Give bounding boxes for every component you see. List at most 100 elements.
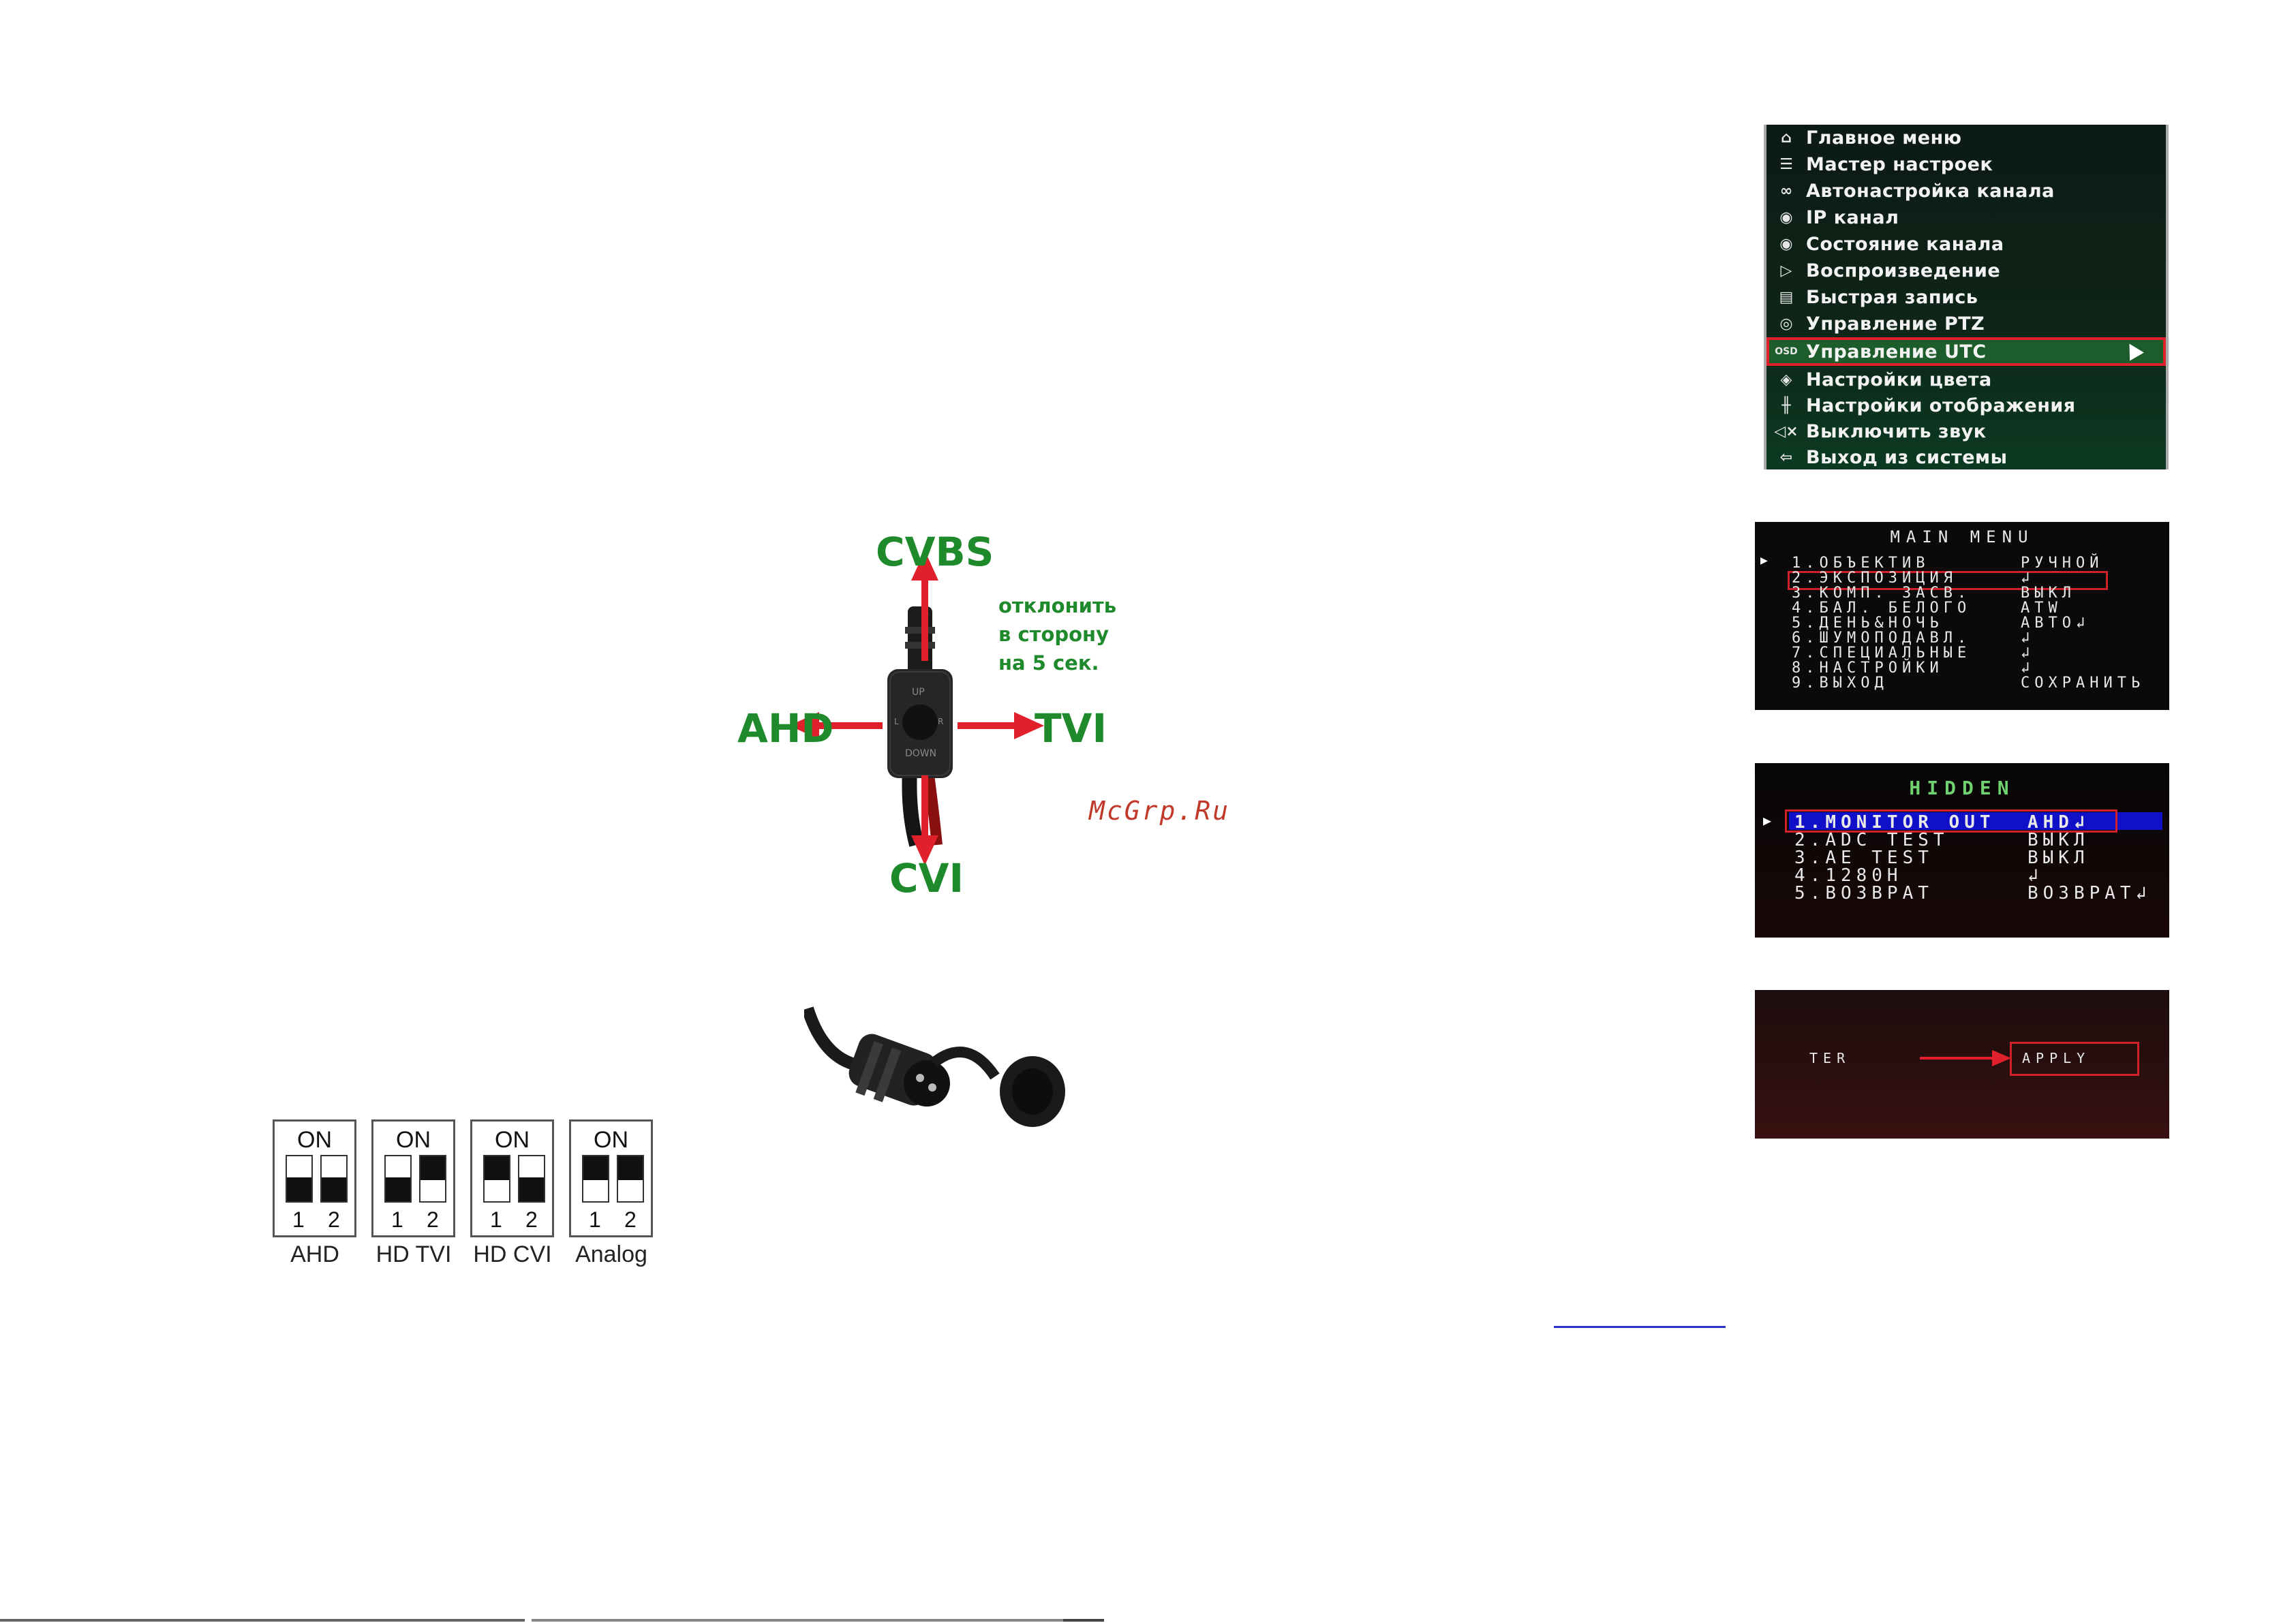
selection-pointer-icon: ▶ xyxy=(1760,553,1768,568)
knob-down-label: DOWN xyxy=(905,748,937,759)
menu-item-mute[interactable]: ◁×Выключить звук xyxy=(1766,418,2166,444)
row-label: ЭКСПОЗИЦИЯ xyxy=(1819,570,1957,587)
main-menu-row[interactable]: 9.ВЫХОД xyxy=(1792,675,1888,692)
row-label: ОБЪЕКТИВ xyxy=(1819,555,1930,572)
dip-switch-2 xyxy=(518,1155,545,1203)
home-icon: ⌂ xyxy=(1781,129,1792,146)
row-num: 9. xyxy=(1792,675,1820,692)
main-menu-row[interactable]: 4.БАЛ. БЕЛОГО xyxy=(1792,600,1971,617)
main-menu-row[interactable]: 2.ЭКСПОЗИЦИЯ xyxy=(1792,570,1957,587)
row-value: ВЫКЛ xyxy=(2027,830,2090,850)
dip-switch-1 xyxy=(286,1155,313,1203)
row-num: 3. xyxy=(1792,585,1820,602)
mouse-cursor-icon xyxy=(2122,339,2144,361)
hidden-menu-row[interactable]: 5.ВОЗВРАТ xyxy=(1794,883,1933,903)
row-value: ↲ xyxy=(2021,570,2035,587)
menu-item-color[interactable]: ◈Настройки цвета xyxy=(1766,367,2166,392)
hidden-menu-row[interactable]: 1.MONITOR OUT xyxy=(1794,812,1995,833)
display-icon: ╫ xyxy=(1781,397,1791,414)
knob-right-label: R xyxy=(938,717,944,726)
row-value: РУЧНОЙ xyxy=(2021,555,2104,572)
dip-switch-hd-tvi: ON 1 2 xyxy=(371,1119,455,1237)
row-label: ДЕНЬ&НОЧЬ xyxy=(1819,615,1944,632)
row-label: ВОЗВРАТ xyxy=(1825,883,1933,903)
menu-item-label: Выход из системы xyxy=(1806,446,2008,468)
main-menu-row[interactable]: 1.ОБЪЕКТИВ xyxy=(1792,555,1929,572)
menu-item-channel-status[interactable]: ◉Состояние канала xyxy=(1766,231,2166,257)
row-value: ВОЗВРАТ↲ xyxy=(2027,883,2152,903)
dip-on-label: ON xyxy=(396,1127,431,1153)
playback-icon: ▷ xyxy=(1780,262,1792,279)
dip-on-label: ON xyxy=(495,1127,530,1153)
main-menu-row[interactable]: 6.ШУМОПОДАВЛ. xyxy=(1792,630,1971,647)
row-label: AE TEST xyxy=(1825,848,1933,868)
row-value: ↲ xyxy=(2027,865,2043,886)
hidden-menu-row[interactable]: 4.1280H xyxy=(1794,865,1903,886)
menu-item-playback[interactable]: ▷Воспроизведение xyxy=(1766,258,2166,283)
row-value: AHD↲ xyxy=(2027,812,2090,833)
dip-switch-2 xyxy=(617,1155,644,1203)
hidden-menu-row[interactable]: 3.AE TEST xyxy=(1794,848,1933,868)
page-bottom-rule xyxy=(0,1619,525,1622)
row-value: АВТО↲ xyxy=(2021,615,2090,632)
menu-item-ptz[interactable]: ◎Управление PTZ xyxy=(1766,311,2166,337)
menu-item-label: Управление PTZ xyxy=(1806,313,1985,335)
row-value: ↲ xyxy=(2021,660,2035,677)
row-num: 3. xyxy=(1794,848,1826,868)
row-num: 1. xyxy=(1794,812,1826,833)
dip-num-1: 1 xyxy=(490,1207,502,1232)
menu-item-wizard[interactable]: ☰ Мастер настроек xyxy=(1766,151,2166,177)
dip-caption-ahd: AHD xyxy=(290,1241,339,1267)
hidden-menu-row[interactable]: 2.ADC TEST xyxy=(1794,830,1949,850)
page-bottom-rule xyxy=(532,1619,1063,1622)
dip-caption-hd-cvi: HD CVI xyxy=(473,1241,552,1267)
dip-num-1: 1 xyxy=(292,1207,305,1232)
row-num: 4. xyxy=(1794,865,1826,886)
menu-item-main[interactable]: ⌂Главное меню xyxy=(1766,125,2166,151)
dip-switch-2 xyxy=(320,1155,348,1203)
link-underline[interactable] xyxy=(1554,1326,1726,1328)
channel-status-icon: ◉ xyxy=(1779,235,1793,253)
row-num: 7. xyxy=(1792,645,1820,662)
row-num: 4. xyxy=(1792,600,1820,617)
osd-main-menu: MAIN MENU ▶ 1.ОБЪЕКТИВ РУЧНОЙ 2.ЭКСПОЗИЦ… xyxy=(1755,522,2169,710)
row-num: 6. xyxy=(1792,630,1820,647)
main-menu-row[interactable]: 7.СПЕЦИАЛЬНЫЕ xyxy=(1792,645,1971,662)
selection-band xyxy=(1789,812,2162,830)
joystick-diagram: UP DOWN L R xyxy=(729,525,1111,906)
main-menu-row[interactable]: 5.ДЕНЬ&НОЧЬ xyxy=(1792,615,1944,632)
row-value: ↲ xyxy=(2021,630,2035,647)
row-label: ШУМОПОДАВЛ. xyxy=(1819,630,1972,647)
tvi-label: TVI xyxy=(1035,705,1107,752)
menu-item-label: Мастер настроек xyxy=(1806,153,1993,175)
menu-item-exit[interactable]: ⇦Выход из системы xyxy=(1766,444,2166,470)
menu-item-ip-channel[interactable]: ◉IP канал xyxy=(1766,204,2166,230)
list-icon: ☰ xyxy=(1779,155,1793,173)
row-label: НАСТРОЙКИ xyxy=(1819,660,1944,677)
row-label: MONITOR OUT xyxy=(1825,812,1995,833)
row-label: КОМП. ЗАСВ. xyxy=(1819,585,1972,602)
dip-on-label: ON xyxy=(594,1127,628,1153)
main-menu-row[interactable]: 3.КОМП. ЗАСВ. xyxy=(1792,585,1971,602)
arrow-right-icon xyxy=(1920,1050,2011,1066)
dip-num-2: 2 xyxy=(427,1207,439,1232)
menu-item-label: IP канал xyxy=(1806,206,1899,228)
osd-apply-screen: TER APPLY xyxy=(1755,990,2169,1139)
ahd-label: AHD xyxy=(737,705,834,752)
dip-caption-hd-tvi: HD TVI xyxy=(376,1241,452,1267)
menu-item-auto-channel[interactable]: ∞Автонастройка канала xyxy=(1766,178,2166,204)
dip-switch-analog: ON 1 2 xyxy=(569,1119,653,1237)
highlight-box xyxy=(1788,571,2108,590)
dip-switch-1 xyxy=(384,1155,412,1203)
menu-item-quick-record[interactable]: ▤Быстрая запись xyxy=(1766,284,2166,310)
menu-item-label: Настройки отображения xyxy=(1806,395,2076,416)
dip-caption-analog: Analog xyxy=(575,1241,647,1267)
menu-item-label: Автонастройка канала xyxy=(1806,180,2055,202)
menu-item-display[interactable]: ╫ Настройки отображения xyxy=(1766,392,2166,418)
dip-num-2: 2 xyxy=(624,1207,637,1232)
apply-button[interactable]: APPLY xyxy=(2022,1050,2091,1066)
main-menu-row[interactable]: 8.НАСТРОЙКИ xyxy=(1792,660,1944,677)
osd-icon: OSD xyxy=(1775,346,1798,357)
dip-switch-1 xyxy=(483,1155,510,1203)
